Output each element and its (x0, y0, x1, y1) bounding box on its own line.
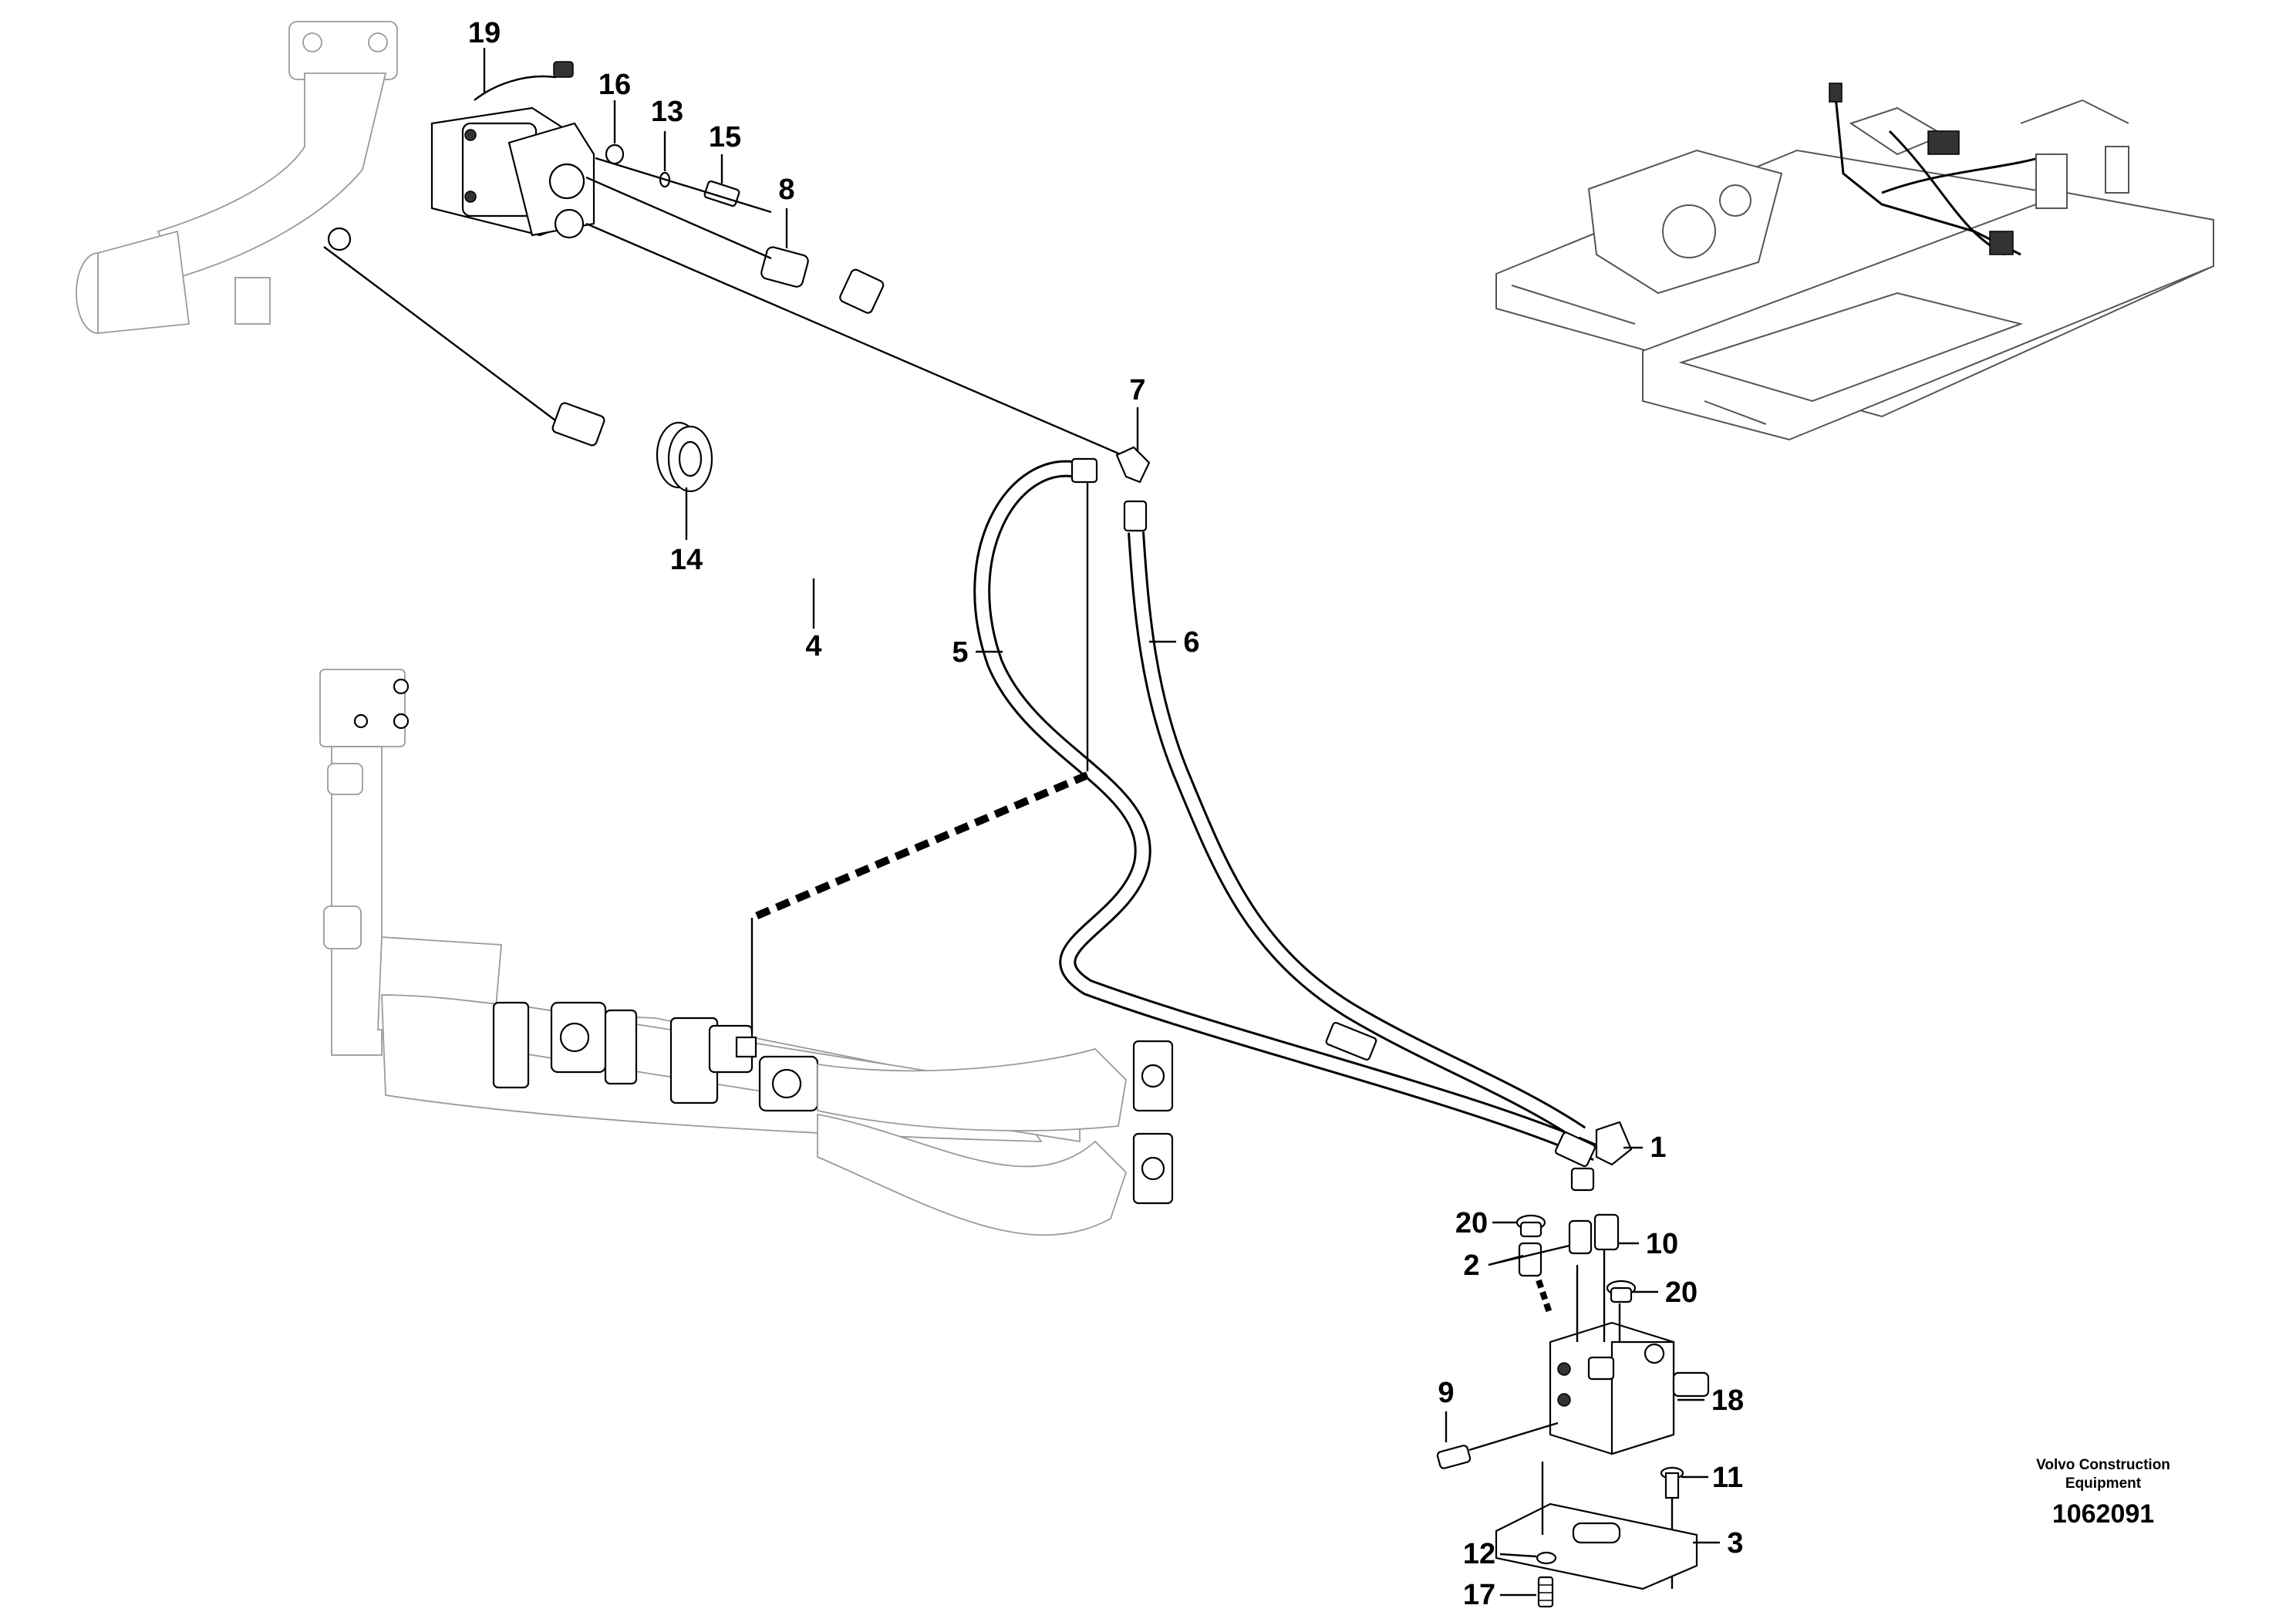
adapter-fitting-8 (585, 176, 809, 288)
callout-9: 9 (1438, 1377, 1454, 1409)
callout-15: 15 (709, 121, 741, 153)
pump-lines-ghost (319, 669, 1174, 1236)
adapter-10 (1593, 1213, 1620, 1251)
adapter-2a (1568, 1219, 1593, 1255)
hose-5 (973, 457, 1600, 1162)
bracket-plate-3 (1495, 1462, 1698, 1590)
drawing-number: 1062091 (2052, 1499, 2155, 1529)
callout-19: 19 (468, 17, 501, 49)
drawing-footer: Volvo Construction Equipment 1062091 (2003, 1456, 2203, 1529)
callout-20a: 20 (1455, 1207, 1488, 1239)
manufacturer-name-line2: Equipment (2065, 1475, 2142, 1492)
callout-6: 6 (1183, 626, 1199, 659)
callout-12: 12 (1463, 1538, 1495, 1570)
callout-17: 17 (1463, 1579, 1495, 1611)
hose-6 (1128, 531, 1586, 1141)
callout-2: 2 (1463, 1249, 1479, 1282)
callout-18: 18 (1711, 1384, 1744, 1417)
screw-9 (1436, 1421, 1559, 1469)
callout-3: 3 (1727, 1527, 1743, 1560)
callout-10: 10 (1646, 1228, 1678, 1260)
frame-overview-inset (1495, 83, 2214, 441)
callout-14: 14 (670, 544, 703, 576)
adapter-2b (1518, 1242, 1542, 1277)
grommet-14 (656, 421, 713, 493)
hose-4 (323, 246, 910, 610)
plug-20b (1606, 1280, 1637, 1303)
callout-5: 5 (952, 636, 968, 669)
washer-12 (1536, 1551, 1557, 1565)
dashed-pilot-connection (750, 482, 1089, 1034)
callout-4: 4 (805, 630, 821, 663)
callout-13: 13 (651, 96, 683, 128)
pump-to-fitting7-line (585, 222, 1123, 457)
manufacturer-name-line1: Volvo Construction (2036, 1457, 2170, 1473)
control-valve-18 (1536, 1249, 1710, 1455)
callout-1: 1 (1650, 1131, 1666, 1164)
elbow-fitting-1 (1554, 1121, 1633, 1192)
screw-17 (1537, 1576, 1554, 1608)
callout-16: 16 (598, 69, 631, 101)
elbow-fitting-7 (1115, 446, 1151, 532)
leader-12 (1499, 1553, 1537, 1558)
gear-pump (430, 61, 595, 239)
callout-7: 7 (1129, 374, 1145, 406)
callout-20b: 20 (1665, 1276, 1698, 1309)
callout-11: 11 (1712, 1462, 1743, 1494)
suction-pipe-ghost (76, 21, 398, 334)
washer-16 (605, 143, 625, 165)
leader-2b (1488, 1254, 1524, 1266)
callout-8: 8 (778, 174, 794, 206)
plug-20a (1515, 1214, 1546, 1238)
